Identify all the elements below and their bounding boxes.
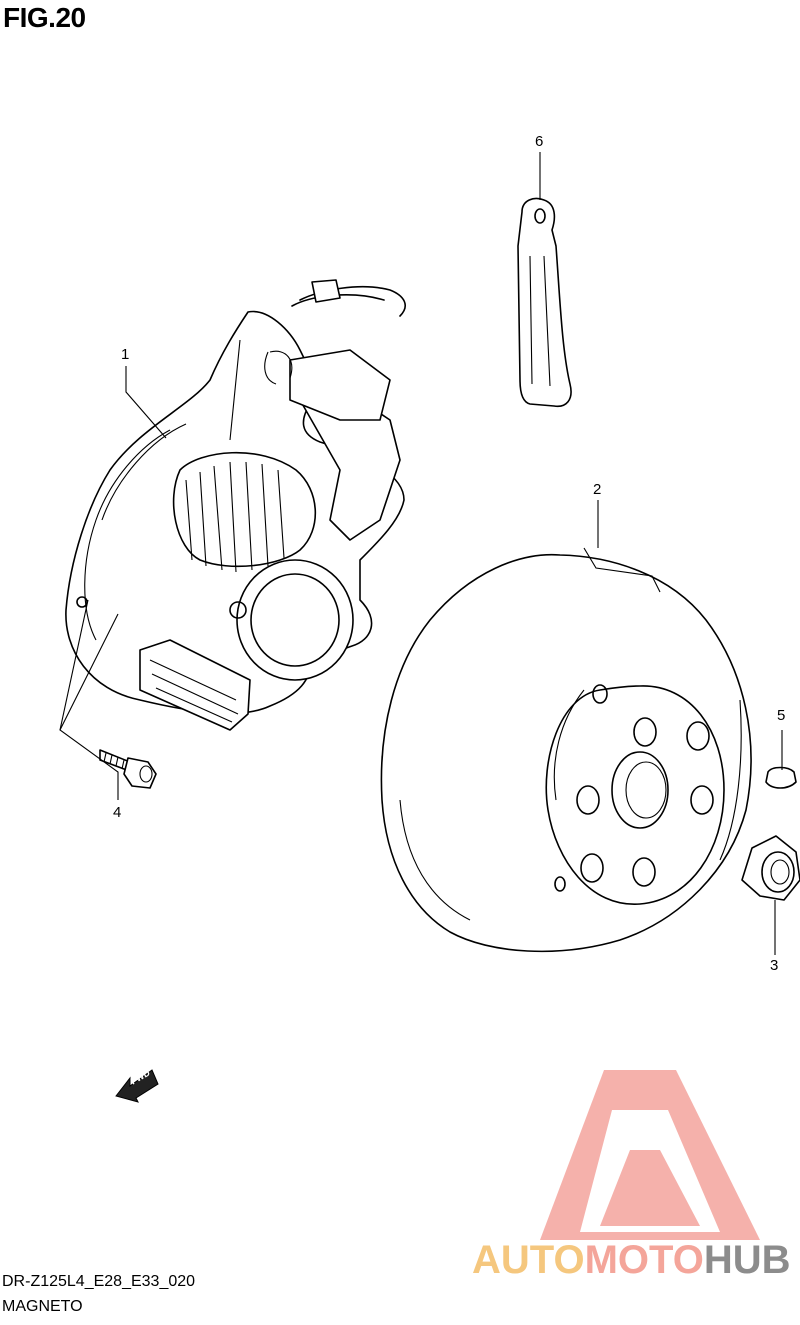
brand-hub: HUB [703,1238,791,1282]
callout-1: 1 [121,346,130,363]
callout-5: 5 [777,707,786,724]
callout-6: 6 [535,133,544,150]
brand-auto: AUTO [472,1238,585,1282]
wire-clamp-part-6 [517,197,572,408]
section-name: MAGNETO [2,1298,83,1315]
leader-lines [59,152,783,955]
brand-moto: MOTO [584,1238,704,1282]
automotohub-logo [540,1070,760,1240]
diagram-code: DR-Z125L4_E28_E33_020 [2,1273,196,1290]
callout-3: 3 [770,957,779,974]
callout-4: 4 [113,804,122,821]
watermark-brand: AUTOMOTOHUB [472,1238,791,1283]
figure-title: FIG.20 [3,2,86,33]
callout-2: 2 [593,481,602,498]
bolt-part-4 [99,749,157,789]
forward-direction-arrow-icon [115,1069,159,1103]
nut-part-3 [741,835,800,901]
rotor-flywheel-part-2 [380,547,752,953]
stator-assembly-part-1 [65,279,406,731]
key-part-5 [765,766,797,789]
